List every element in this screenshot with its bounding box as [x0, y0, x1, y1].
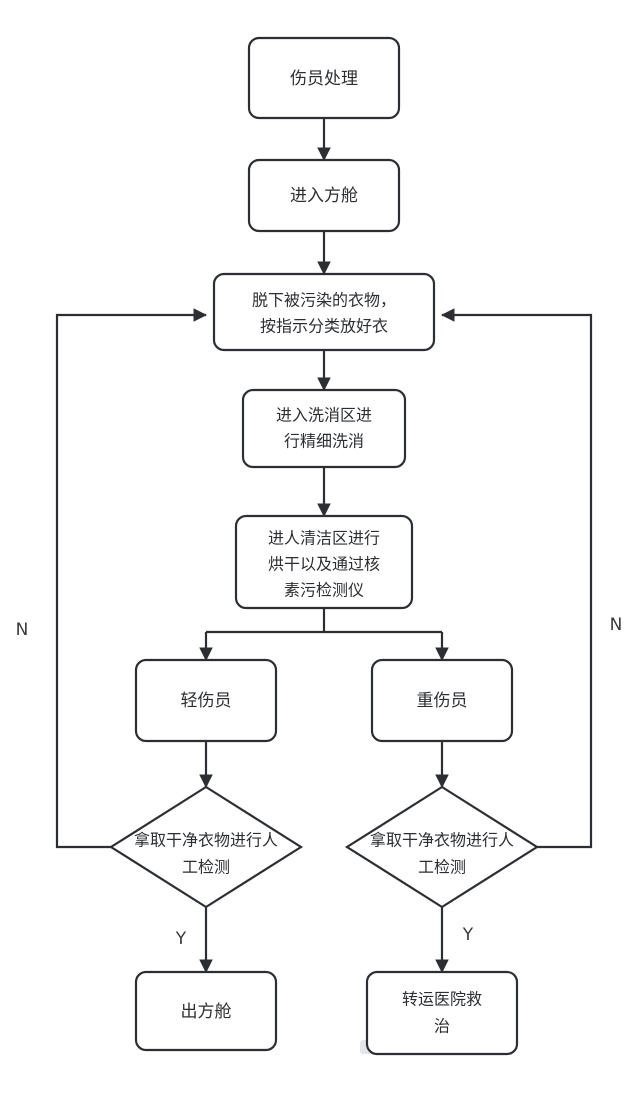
node-decontamination-zone[interactable]: 进入洗消区进 行精细洗消	[241, 388, 407, 469]
node-severe-casualty-shape	[370, 658, 514, 743]
node-decontamination-zone-line2: 行精细洗消	[284, 432, 364, 451]
node-manual-inspection-right-line1: 拿取干净衣物进行人	[370, 831, 514, 850]
node-exit-cabin-label: 出方舱	[181, 1002, 232, 1022]
node-manual-inspection-left-line1: 拿取干净衣物进行人	[134, 831, 278, 850]
edge-label-left-yes: Y	[175, 929, 187, 949]
node-casualty-handling-label: 伤员处理	[290, 69, 358, 89]
node-minor-casualty-shape	[134, 658, 278, 743]
node-manual-inspection-right[interactable]: 拿取干净衣物进行人 工检测	[344, 785, 540, 909]
node-clean-zone-drying-detection[interactable]: 进人清洁区进行 烘干以及通过核 素污检测仪	[234, 514, 414, 610]
node-exit-cabin[interactable]: 出方舱	[134, 970, 278, 1052]
node-manual-inspection-left[interactable]: 拿取干净衣物进行人 工检测	[108, 785, 304, 909]
node-casualty-handling-shape	[247, 36, 401, 120]
node-minor-casualty[interactable]: 轻伤员	[134, 658, 278, 743]
node-remove-contaminated-clothing-line2: 按指示分类放好衣	[260, 317, 388, 336]
node-exit-cabin-shape	[134, 970, 278, 1052]
node-severe-casualty-label: 重伤员	[417, 691, 468, 711]
edge-n8-no-loop-to-n3	[55, 308, 208, 849]
node-clean-zone-drying-detection-line2: 烘干以及通过核	[268, 555, 380, 574]
edge-label-right-no: N	[610, 615, 623, 635]
node-enter-cabin[interactable]: 进入方舱	[247, 158, 401, 233]
node-manual-inspection-right-shape	[344, 785, 540, 909]
edge-label-left-no: N	[16, 620, 29, 640]
edge-label-right-yes: Y	[462, 925, 474, 945]
node-remove-contaminated-clothing-shape	[212, 272, 436, 352]
node-decontamination-zone-shape	[241, 388, 407, 469]
node-manual-inspection-right-line2: 工检测	[418, 858, 466, 877]
node-transfer-to-hospital[interactable]: 转运医院救 治	[365, 970, 519, 1056]
node-enter-cabin-shape	[247, 158, 401, 233]
node-transfer-to-hospital-shape	[365, 970, 519, 1056]
edge-n9-no-loop-to-n3	[440, 308, 593, 849]
node-enter-cabin-label: 进入方舱	[290, 186, 358, 206]
node-manual-inspection-left-shape	[108, 785, 304, 909]
node-minor-casualty-label: 轻伤员	[181, 691, 232, 711]
node-severe-casualty[interactable]: 重伤员	[370, 658, 514, 743]
node-clean-zone-drying-detection-shape	[234, 514, 414, 610]
node-remove-contaminated-clothing-line1: 脱下被污染的衣物，	[252, 291, 396, 310]
node-manual-inspection-left-line2: 工检测	[182, 858, 230, 877]
node-casualty-handling[interactable]: 伤员处理	[247, 36, 401, 120]
node-remove-contaminated-clothing[interactable]: 脱下被污染的衣物， 按指示分类放好衣	[212, 272, 436, 352]
node-transfer-to-hospital-line2: 治	[434, 1017, 450, 1036]
node-clean-zone-drying-detection-line3: 素污检测仪	[284, 581, 364, 600]
node-decontamination-zone-line1: 进入洗消区进	[276, 406, 372, 425]
node-transfer-to-hospital-line1: 转运医院救	[402, 990, 482, 1009]
node-clean-zone-drying-detection-line1: 进人清洁区进行	[268, 529, 380, 548]
